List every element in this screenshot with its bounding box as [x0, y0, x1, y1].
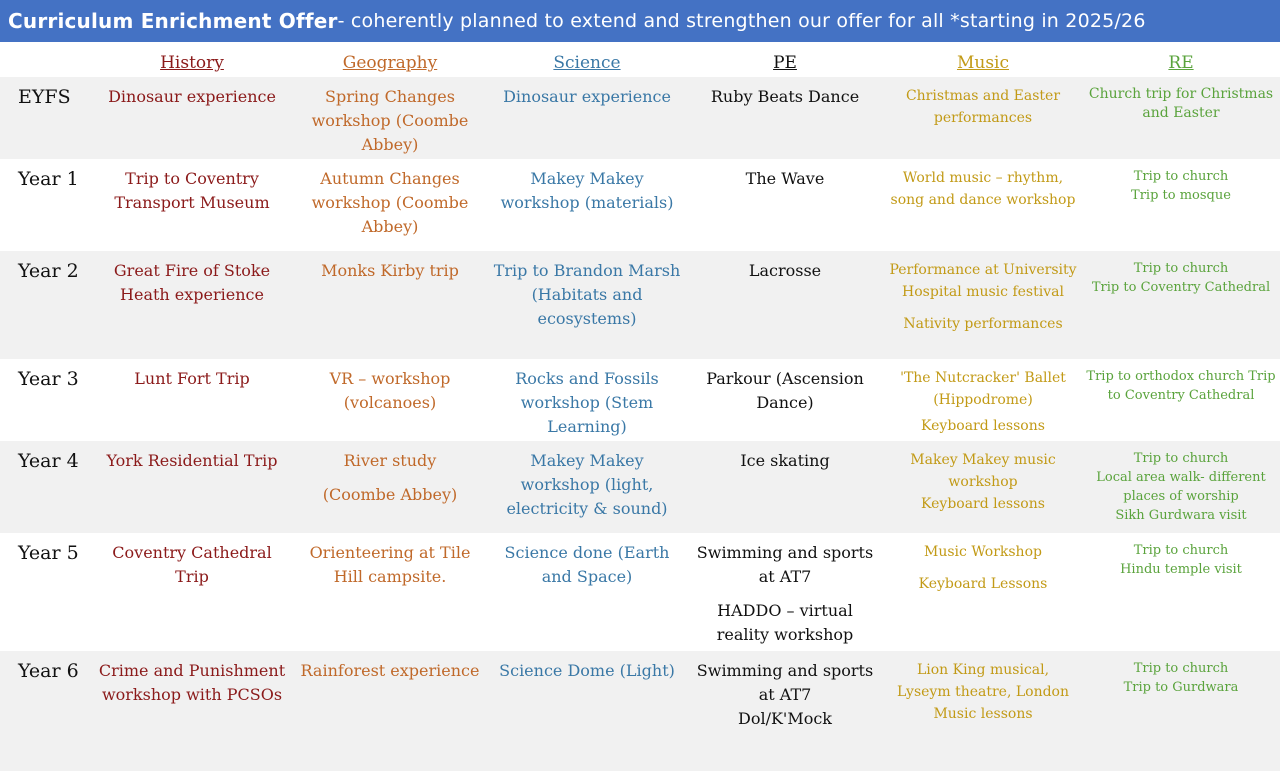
- pe-cell: Parkour (Ascension Dance): [706, 369, 864, 412]
- music-cell: Lion King musical, Lyseym theatre, Londo…: [884, 651, 1082, 771]
- science-cell: Makey Makey workshop (materials): [500, 169, 674, 212]
- header-re: RE: [1168, 53, 1194, 73]
- music-item: World music – rhythm, song and dance wor…: [890, 170, 1076, 208]
- header-geography: Geography: [342, 53, 438, 73]
- year-label: Year 6: [0, 651, 92, 771]
- re-item: Trip to church: [1133, 543, 1229, 558]
- re-item: Trip to church: [1133, 261, 1229, 276]
- year-label: Year 1: [18, 168, 79, 190]
- re-item: Sikh Gurdwara visit: [1115, 508, 1247, 523]
- table-row-year-6: Year 6 Crime and Punishment workshop wit…: [0, 651, 1280, 771]
- header-year: [0, 42, 92, 77]
- year-label: EYFS: [0, 77, 92, 159]
- music-item: Keyboard lessons: [921, 418, 1045, 434]
- pe-item: Swimming and sports at AT7: [696, 661, 874, 704]
- music-item: Keyboard lessons: [921, 496, 1045, 512]
- re-item: Trip to orthodox church Trip to Coventry…: [1086, 369, 1276, 403]
- re-item: Trip to church: [1133, 451, 1229, 466]
- re-item: Local area walk- different places of wor…: [1096, 470, 1266, 504]
- header-history: History: [160, 53, 224, 73]
- science-cell: Science Dome (Light): [488, 651, 686, 771]
- music-cell: Christmas and Easter performances: [884, 77, 1082, 159]
- music-item: 'The Nutcracker' Ballet (Hippodrome): [900, 370, 1066, 408]
- history-cell: Dinosaur experience: [92, 77, 292, 159]
- pe-cell: Ice skating: [686, 441, 884, 533]
- re-item: Trip to Coventry Cathedral: [1091, 280, 1271, 295]
- header-music: Music: [956, 53, 1010, 73]
- pe-cell: Lacrosse: [686, 251, 884, 359]
- re-item: Church trip for Christmas and Easter: [1088, 86, 1274, 121]
- header-row: History Geography Science PE Music RE: [0, 42, 1280, 77]
- pe-item: HADDO – virtual reality workshop: [716, 601, 854, 644]
- geography-cell: Rainforest experience: [292, 651, 488, 771]
- re-item: Hindu temple visit: [1120, 562, 1242, 577]
- geography-cell: Orienteering at Tile Hill campsite.: [309, 543, 471, 586]
- history-cell: Lunt Fort Trip: [134, 369, 250, 388]
- music-item: Makey Makey music workshop: [910, 452, 1056, 490]
- music-item: Nativity performances: [903, 316, 1063, 332]
- pe-cell: The Wave: [745, 169, 825, 188]
- page-subtitle: - coherently planned to extend and stren…: [337, 10, 1146, 32]
- table-row-year-1: Year 1 Trip to Coventry Transport Museum…: [0, 159, 1280, 251]
- geography-cell: Spring Changes workshop (Coombe Abbey): [292, 77, 488, 159]
- history-cell: Great Fire of Stoke Heath experience: [92, 251, 292, 359]
- header-science: Science: [553, 53, 621, 73]
- science-cell: Science done (Earth and Space): [504, 543, 670, 586]
- music-item: Music lessons: [933, 706, 1033, 722]
- table-row-year-2: Year 2 Great Fire of Stoke Heath experie…: [0, 251, 1280, 359]
- table-row-year-5: Year 5 Coventry Cathedral Trip Orienteer…: [0, 533, 1280, 651]
- geography-item: (Coombe Abbey): [322, 485, 458, 504]
- science-cell: Makey Makey workshop (light, electricity…: [488, 441, 686, 533]
- table-row-year-4: Year 4 York Residential Trip River study…: [0, 441, 1280, 533]
- re-item: Trip to Gurdwara: [1123, 680, 1239, 695]
- table-row-eyfs: EYFS Dinosaur experience Spring Changes …: [0, 77, 1280, 159]
- page-title: Curriculum Enrichment Offer: [8, 9, 338, 33]
- year-label: Year 3: [18, 368, 79, 390]
- geography-item: River study: [343, 451, 437, 470]
- science-cell: Rocks and Fossils workshop (Stem Learnin…: [515, 369, 659, 436]
- science-cell: Dinosaur experience: [488, 77, 686, 159]
- music-item: Christmas and Easter performances: [905, 88, 1061, 126]
- geography-cell: River study (Coombe Abbey): [292, 441, 488, 533]
- music-item: Lion King musical, Lyseym theatre, Londo…: [897, 662, 1069, 700]
- history-cell: York Residential Trip: [92, 441, 292, 533]
- pe-item: Swimming and sports at AT7: [696, 543, 874, 586]
- table-row-year-3: Year 3 Lunt Fort Trip VR – workshop (vol…: [0, 359, 1280, 441]
- year-label: Year 5: [18, 542, 79, 564]
- re-cell: Church trip for Christmas and Easter: [1082, 77, 1280, 159]
- history-cell: Crime and Punishment workshop with PCSOs: [92, 651, 292, 771]
- geography-cell: Autumn Changes workshop (Coombe Abbey): [311, 169, 469, 236]
- re-item: Trip to church: [1133, 661, 1229, 676]
- music-item: Keyboard Lessons: [918, 576, 1048, 592]
- music-item: Performance at University Hospital music…: [889, 262, 1077, 300]
- history-cell: Coventry Cathedral Trip: [112, 543, 272, 586]
- title-bar: Curriculum Enrichment Offer - coherently…: [0, 0, 1280, 42]
- enrichment-table: History Geography Science PE Music RE EY…: [0, 42, 1280, 771]
- history-cell: Trip to Coventry Transport Museum: [114, 169, 270, 212]
- re-item: Trip to church: [1133, 169, 1229, 184]
- geography-cell: Monks Kirby trip: [292, 251, 488, 359]
- music-cell: World music – rhythm, song and dance wor…: [884, 159, 1082, 251]
- pe-cell: Ruby Beats Dance: [686, 77, 884, 159]
- year-label: Year 2: [0, 251, 92, 359]
- year-label: Year 4: [0, 441, 92, 533]
- music-item: Music Workshop: [924, 544, 1042, 560]
- science-cell: Trip to Brandon Marsh (Habitats and ecos…: [488, 251, 686, 359]
- re-cell: Trip to orthodox church Trip to Coventry…: [1082, 359, 1280, 441]
- geography-cell: VR – workshop (volcanoes): [329, 369, 451, 412]
- music-cell: 'The Nutcracker' Ballet (Hippodrome) Keyb…: [884, 359, 1082, 441]
- header-pe: PE: [773, 53, 797, 73]
- re-item: Trip to mosque: [1131, 188, 1231, 203]
- pe-item: Dol/K'Mock: [738, 709, 832, 728]
- music-cell: Performance at University Hospital music…: [884, 251, 1082, 359]
